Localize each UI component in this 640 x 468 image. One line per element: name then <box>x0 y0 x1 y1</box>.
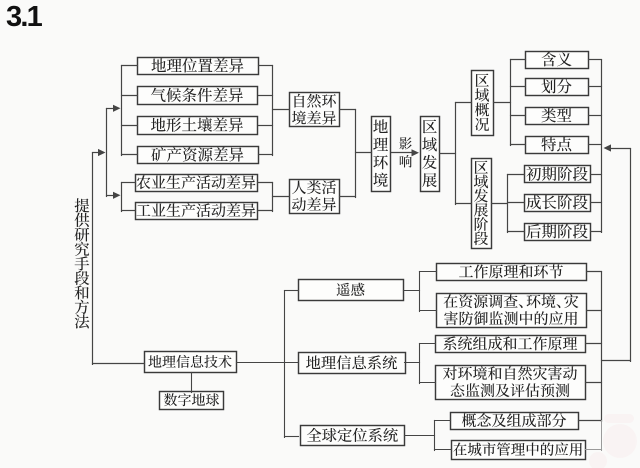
svg-text:3.1: 3.1 <box>6 1 43 33</box>
